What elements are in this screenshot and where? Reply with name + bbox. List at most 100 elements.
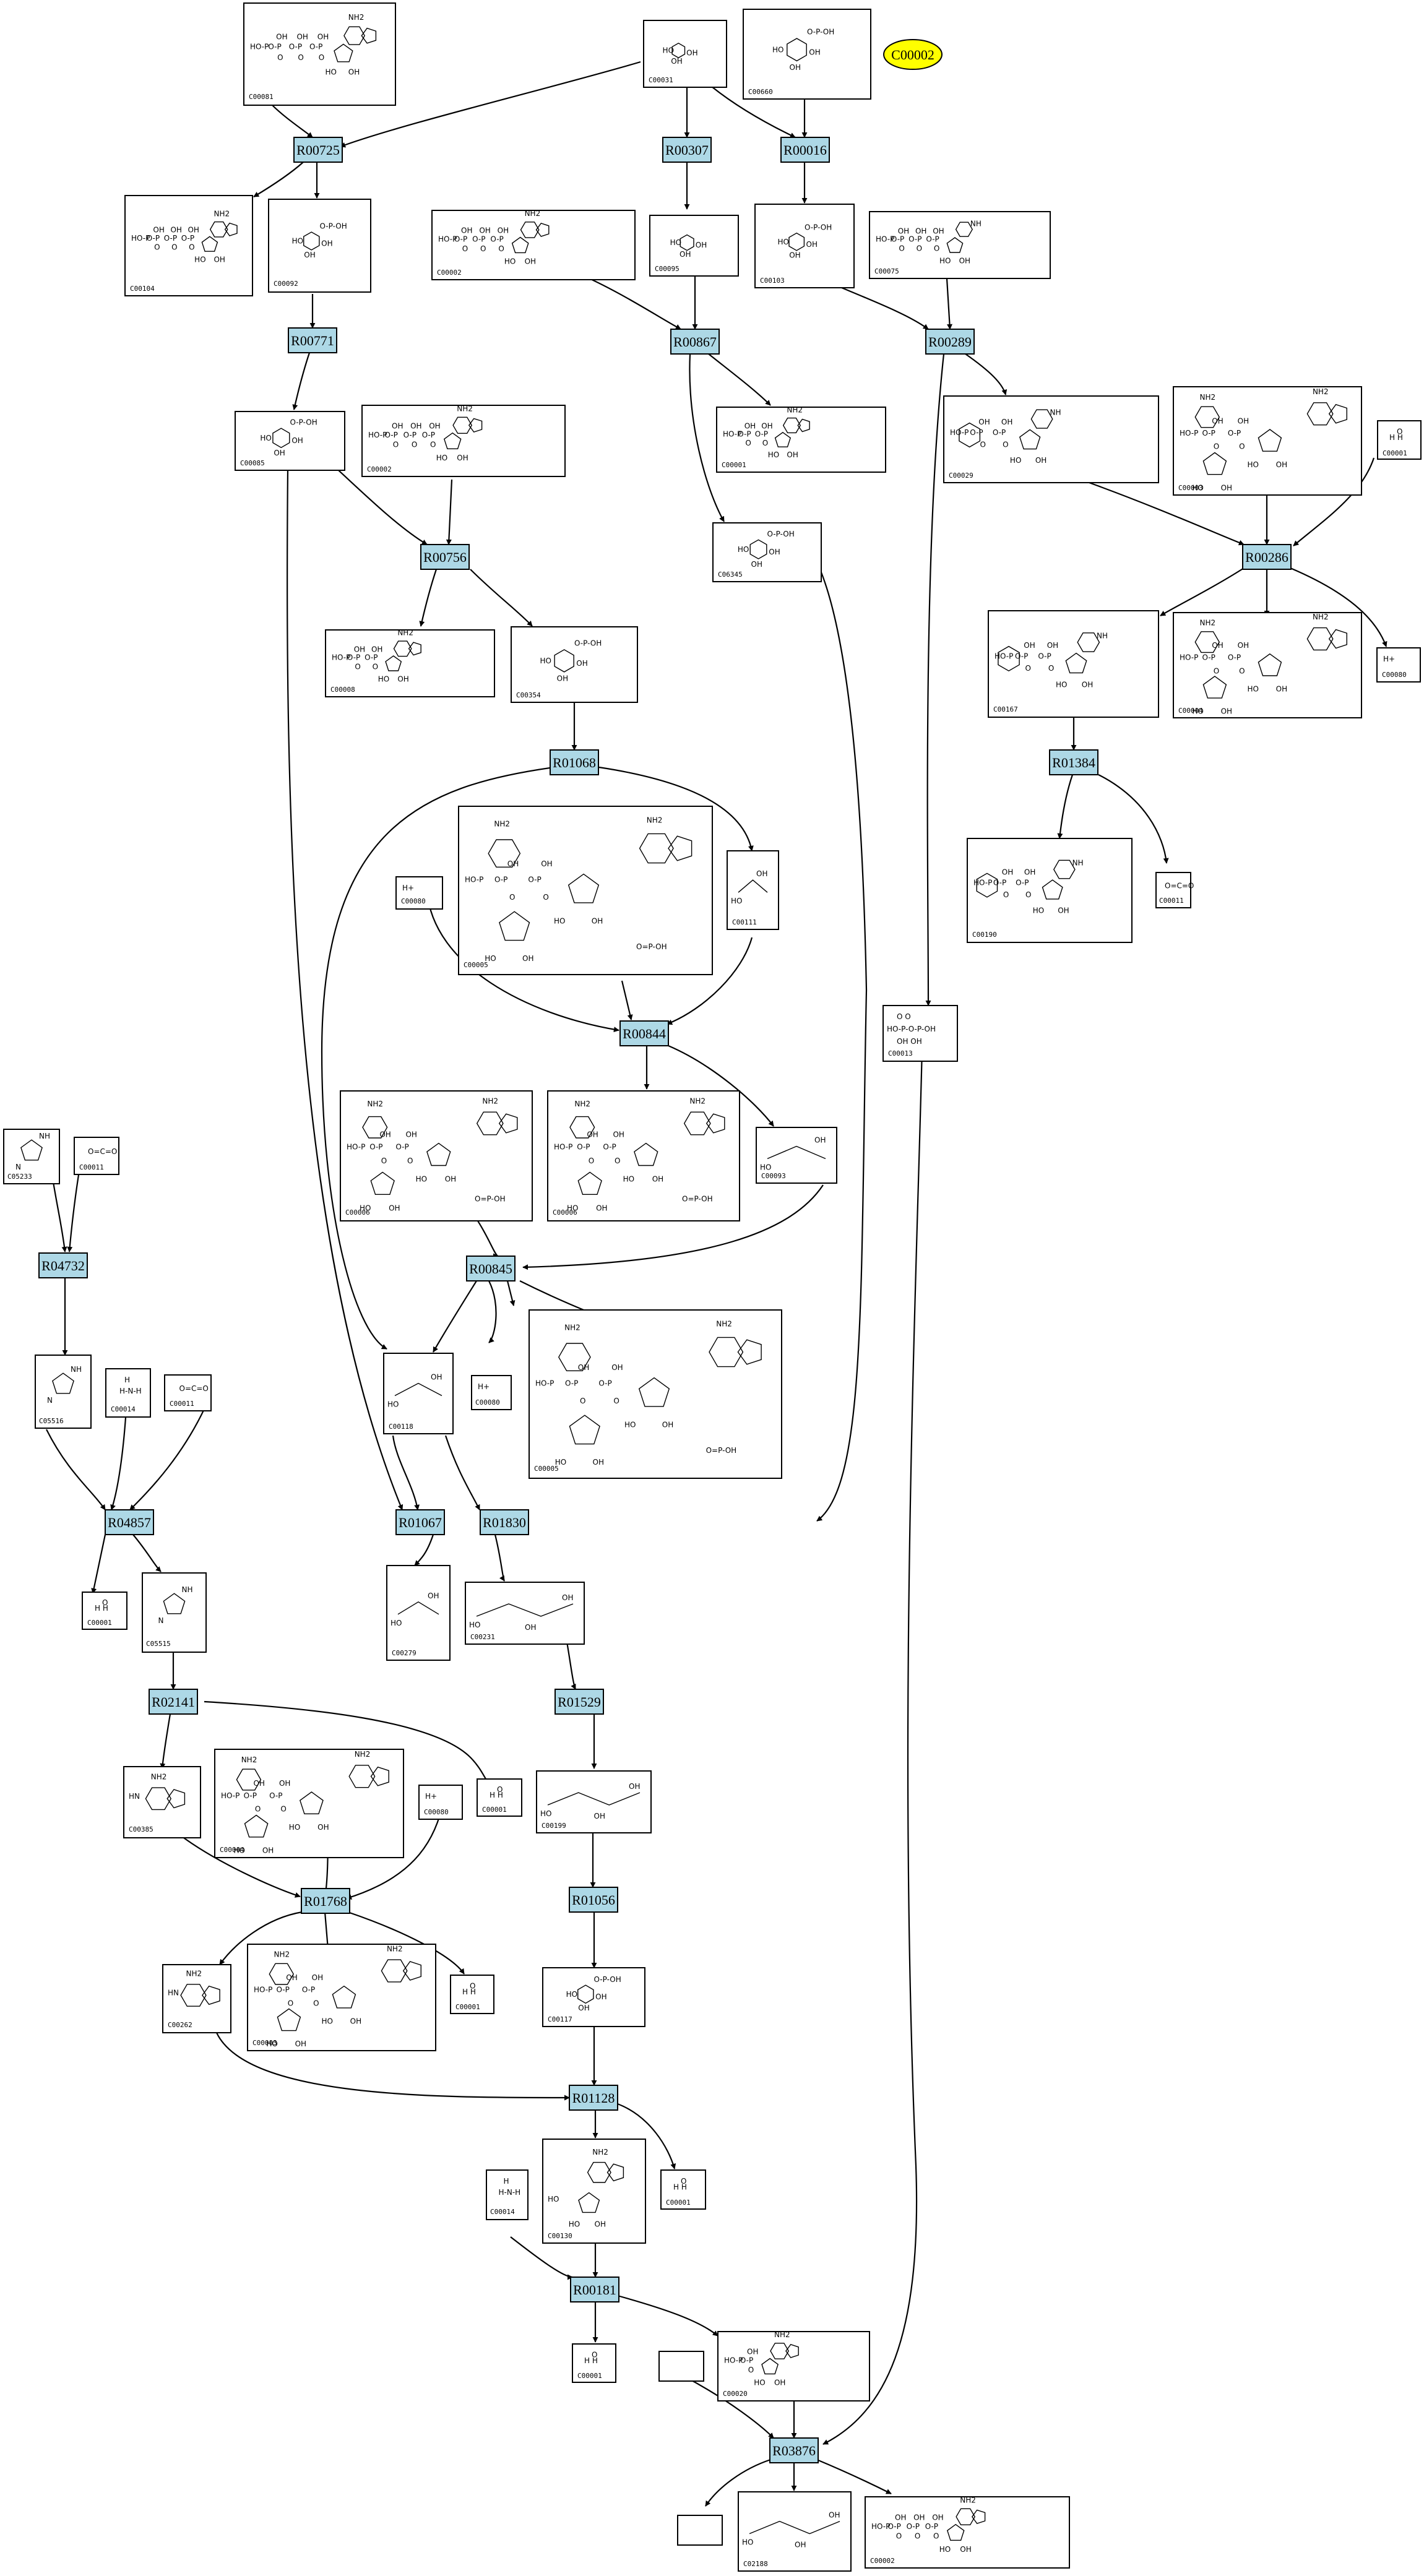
reaction-node-r00307[interactable]: R00307 (662, 137, 712, 163)
reaction-node-r01068[interactable]: R01068 (550, 749, 599, 775)
reaction-node-r00181[interactable]: R00181 (570, 2277, 619, 2302)
reaction-node-r00867[interactable]: R00867 (670, 329, 720, 355)
reaction-node-r01056[interactable]: R01056 (569, 1887, 618, 1913)
compound-node-c00080-b[interactable]: H+C00080 (395, 876, 443, 910)
svg-text:OH: OH (274, 449, 285, 457)
compound-node-c00080-d[interactable]: H+C00080 (418, 1785, 463, 1820)
svg-text:HO: HO (939, 256, 951, 265)
compound-node-empty-b[interactable] (677, 2515, 723, 2546)
reaction-node-r04732[interactable]: R04732 (38, 1252, 88, 1278)
svg-text:O: O (762, 439, 768, 447)
reaction-node-r00286[interactable]: R00286 (1242, 544, 1292, 570)
compound-node-empty-a[interactable] (658, 2351, 704, 2382)
reaction-node-r03876[interactable]: R03876 (769, 2437, 819, 2463)
svg-text:NH2: NH2 (457, 404, 473, 413)
reaction-node-r00756[interactable]: R00756 (420, 544, 470, 570)
compound-node-c00080-c[interactable]: H+C00080 (471, 1375, 512, 1410)
compound-label: C00013 (888, 1049, 913, 1058)
svg-text:HO: HO (663, 46, 674, 55)
compound-node-c00013[interactable]: HO-P-O-P-OHO OOH OH C00013 (882, 1005, 958, 1062)
reaction-node-r04857[interactable]: R04857 (105, 1509, 154, 1535)
svg-text:OH: OH (1276, 460, 1287, 469)
reaction-node-r00771[interactable]: R00771 (288, 327, 337, 353)
svg-text:NH: NH (1072, 859, 1084, 868)
reaction-node-r01128[interactable]: R01128 (569, 2085, 618, 2111)
structure-drawing: HO-P-O-P-OHO OOH OH (887, 1012, 936, 1046)
reaction-node-r01529[interactable]: R01529 (554, 1689, 604, 1715)
highlight-node-c00002[interactable]: C00002 (883, 39, 943, 70)
svg-text:HN: HN (168, 1989, 179, 1997)
reaction-node-r00016[interactable]: R00016 (780, 137, 830, 163)
compound-label: C00008 (330, 686, 355, 694)
reaction-node-r00844[interactable]: R00844 (619, 1020, 669, 1046)
reaction-node-r00725[interactable]: R00725 (293, 137, 343, 163)
reaction-node-r00845[interactable]: R00845 (466, 1256, 516, 1282)
reaction-node-r01768[interactable]: R01768 (301, 1888, 350, 1914)
reaction-node-r01830[interactable]: R01830 (480, 1509, 529, 1535)
svg-text:O: O (681, 2177, 686, 2186)
reaction-node-r01384[interactable]: R01384 (1049, 749, 1098, 775)
reaction-node-r00289[interactable]: R00289 (925, 329, 975, 355)
compound-node-c00080-a[interactable]: H+C00080 (1376, 647, 1421, 683)
svg-text:HO: HO (624, 1421, 636, 1429)
svg-text:OH: OH (253, 1779, 264, 1788)
reaction-node-r02141[interactable]: R02141 (149, 1689, 198, 1715)
reaction-node-r01067[interactable]: R01067 (395, 1509, 445, 1535)
svg-text:HO-P: HO-P (973, 879, 992, 887)
svg-text:O: O (154, 243, 160, 252)
